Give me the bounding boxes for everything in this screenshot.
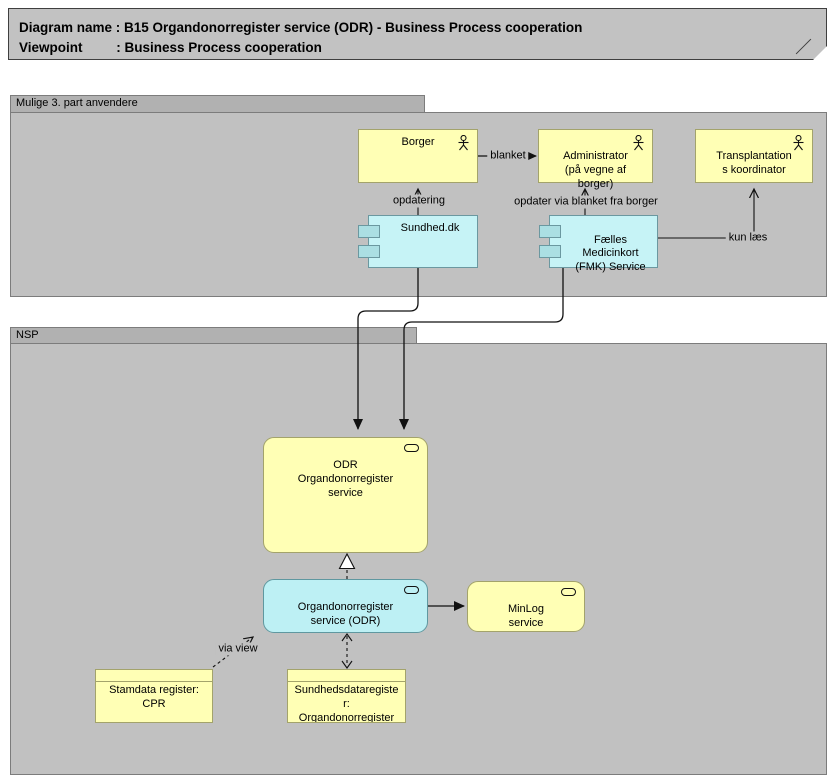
actor-label: Borger — [401, 136, 435, 148]
object-stamdata-cpr[interactable]: Stamdata register: CPR — [95, 669, 213, 723]
diagram-title-note: Diagram name : B15 Organdonorregister se… — [8, 8, 827, 60]
diagram-name-line: Diagram name : B15 Organdonorregister se… — [19, 20, 583, 35]
label-kun-laes: kun læs — [725, 231, 771, 245]
component-icon — [539, 245, 561, 258]
service-icon — [404, 444, 419, 452]
component-icon — [539, 225, 561, 238]
service-icon — [561, 588, 576, 596]
group-label: Mulige 3. part anvendere — [16, 97, 138, 109]
component-label: Sundhed.dk — [400, 222, 460, 234]
actor-administrator[interactable]: Administrator (på vegne af borger) — [538, 129, 653, 190]
group-tab-third-party[interactable]: Mulige 3. part anvendere — [10, 95, 425, 113]
viewpoint-line: Viewpoint : Business Process cooperation — [19, 40, 322, 55]
group-label: NSP — [16, 329, 39, 341]
object-title-band — [96, 670, 212, 682]
service-icon — [404, 586, 419, 594]
object-title-band — [288, 670, 405, 682]
actor-transplant-koordinator[interactable]: Transplantation s koordinator — [695, 129, 813, 183]
object-label: Sundhedsdataregiste r: Organdonorregiste… — [294, 684, 399, 723]
label-opdatering: opdatering — [390, 194, 448, 208]
label-opdater-via-blanket: opdater via blanket fra borger — [511, 195, 661, 209]
service-minlog[interactable]: MinLog service — [467, 581, 585, 632]
component-sundhed-dk[interactable]: Sundhed.dk — [358, 215, 478, 268]
service-label: MinLog service — [507, 603, 545, 629]
access-arrow-up — [341, 633, 353, 642]
service-label: ODR Organdonorregister service — [297, 459, 394, 499]
object-sundhedsdataregister[interactable]: Sundhedsdataregiste r: Organdonorregiste… — [287, 669, 406, 723]
object-label: Stamdata register: CPR — [109, 684, 199, 710]
label-via-view: via view — [215, 642, 261, 656]
actor-borger[interactable]: Borger — [358, 129, 478, 183]
group-body-nsp — [10, 343, 827, 775]
component-label: Fælles Medicinkort (FMK) Service — [575, 233, 646, 273]
component-icon — [358, 245, 380, 258]
label-blanket: blanket — [487, 149, 529, 163]
actor-label: Administrator (på vegne af borger) — [563, 150, 628, 190]
group-tab-nsp[interactable]: NSP — [10, 327, 417, 344]
business-actor-icon — [458, 135, 469, 151]
component-fmk-service[interactable]: Fælles Medicinkort (FMK) Service — [539, 215, 658, 273]
service-label: Organdonorregister service (ODR) — [297, 601, 394, 627]
business-actor-icon — [793, 135, 804, 151]
service-odr-app[interactable]: ODR Organdonorregister service — [263, 437, 428, 553]
access-arrow-down — [341, 660, 353, 669]
connector-sundhed-odr — [353, 268, 419, 430]
service-organdonorregister-odr[interactable]: Organdonorregister service (ODR) — [263, 579, 428, 633]
actor-label: Transplantation s koordinator — [716, 150, 792, 176]
connector-fmk-odr — [399, 268, 564, 430]
realization-triangle — [338, 552, 356, 570]
component-icon — [358, 225, 380, 238]
business-actor-icon — [633, 135, 644, 151]
